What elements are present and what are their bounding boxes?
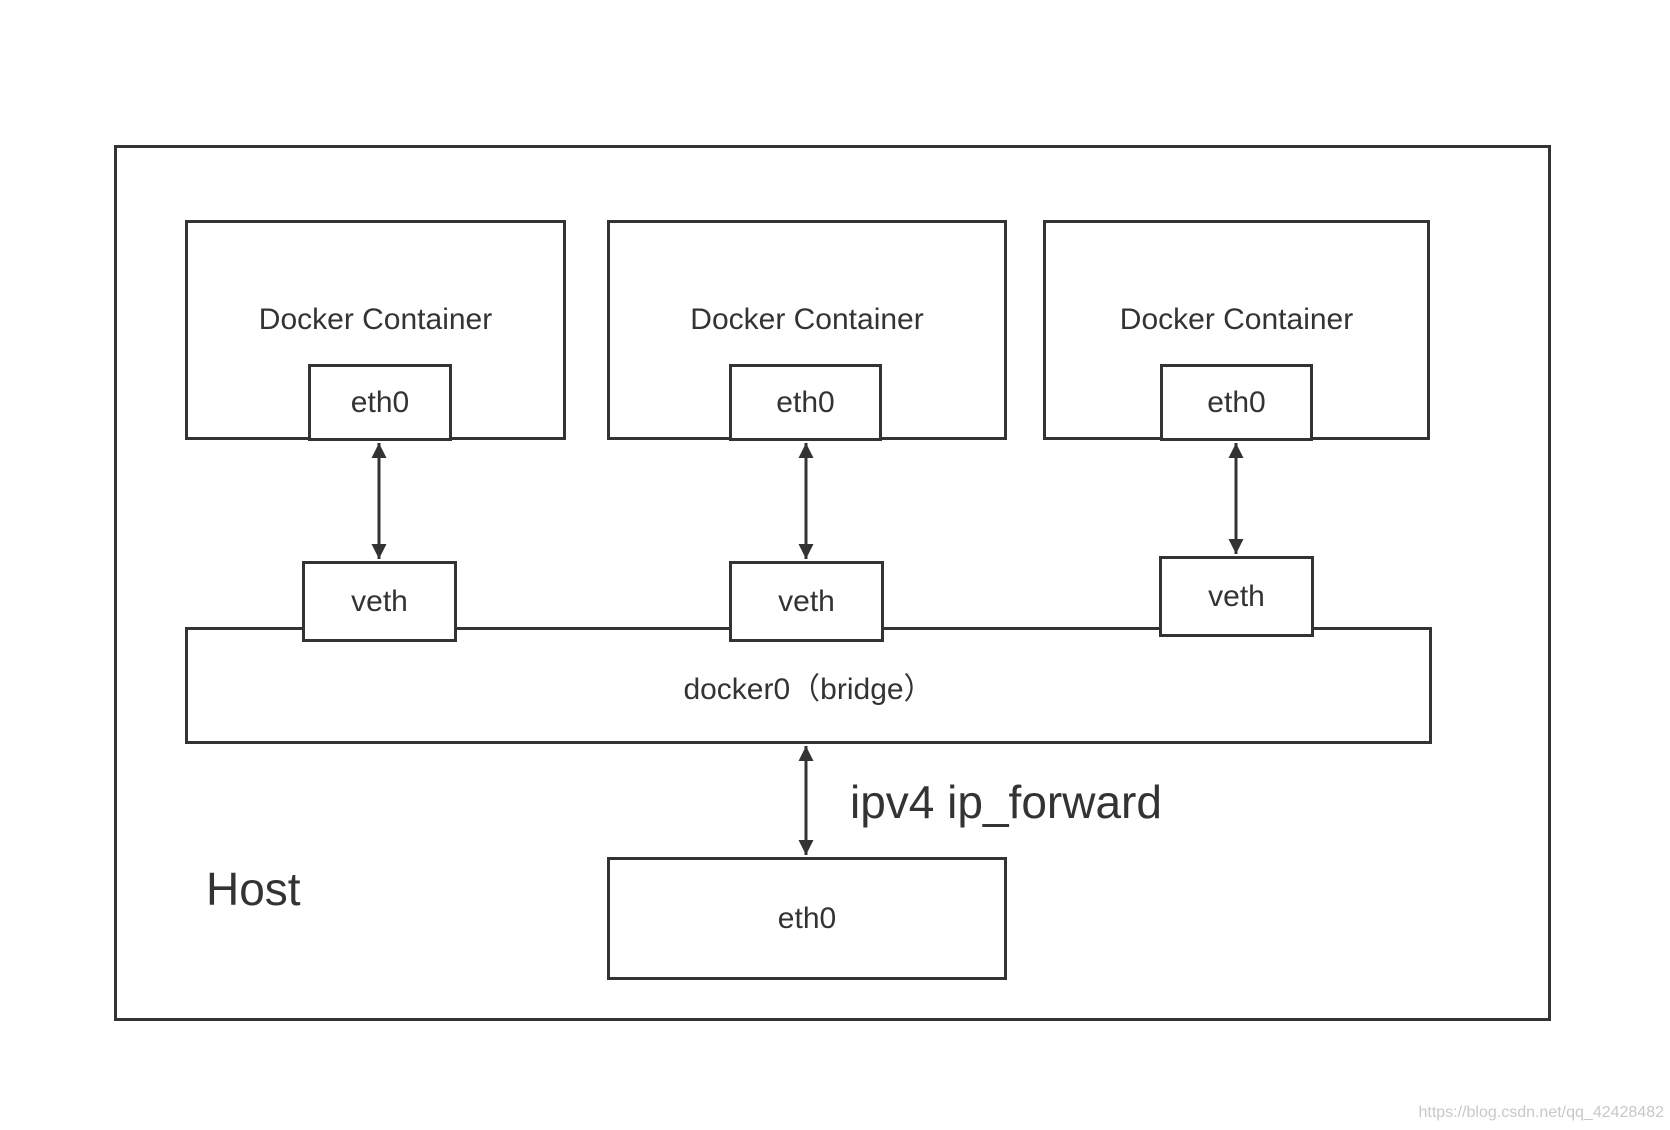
veth-label: veth <box>778 584 835 618</box>
container-title: Docker Container <box>690 303 924 336</box>
bridge-label: docker0（bridge） <box>683 673 934 706</box>
interface-label: eth0 <box>350 385 410 419</box>
container-title: Docker Container <box>1119 303 1354 336</box>
interface-label: eth0 <box>776 385 835 419</box>
container-eth0-2: eth0 <box>729 364 882 441</box>
docker0-bridge: docker0（bridge） <box>185 627 1432 744</box>
interface-label: eth0 <box>1207 385 1266 419</box>
veth-label: veth <box>351 584 408 618</box>
veth-1: veth <box>302 561 457 642</box>
container-eth0-3: eth0 <box>1160 364 1313 441</box>
watermark: https://blog.csdn.net/qq_42428482 <box>1418 1104 1664 1121</box>
host-eth0: eth0 <box>607 857 1007 980</box>
veth-label: veth <box>1208 579 1265 613</box>
container-title: Docker Container <box>258 303 493 336</box>
host-label: Host <box>206 863 301 915</box>
host-interface-label: eth0 <box>777 901 837 935</box>
ip-forward-label: ipv4 ip_forward <box>850 776 1162 828</box>
veth-2: veth <box>729 561 884 642</box>
veth-3: veth <box>1159 556 1314 637</box>
container-eth0-1: eth0 <box>308 364 452 441</box>
